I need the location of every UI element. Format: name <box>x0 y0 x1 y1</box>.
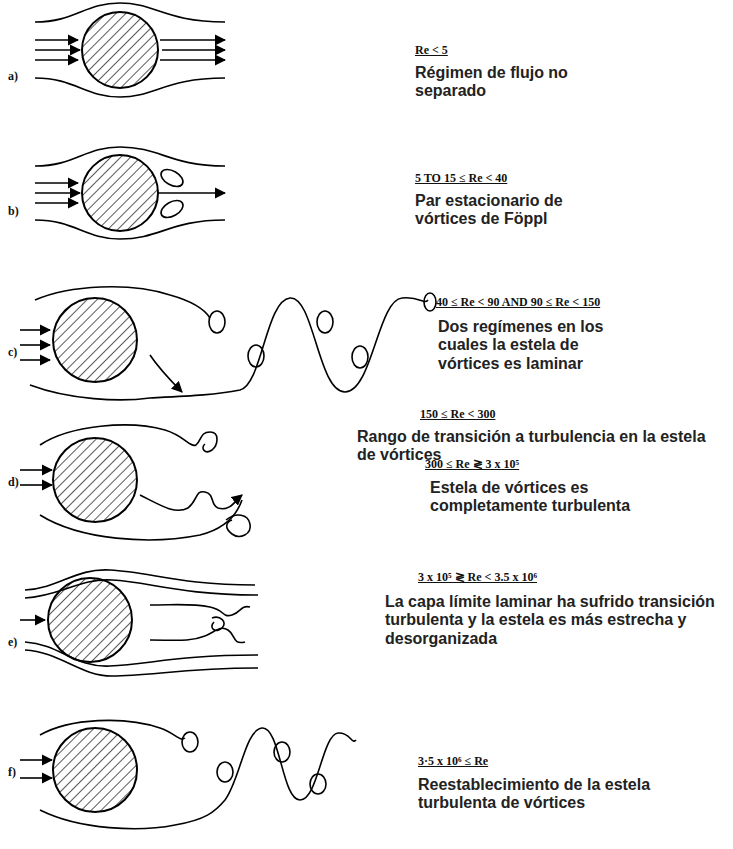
regime-description: Estela de vórtices es completamente turb… <box>430 479 635 516</box>
panel-letter: f) <box>8 766 16 780</box>
reynolds-range: 3·5 x 10⁶ ≤ Re <box>418 755 488 769</box>
panel-a-flow <box>35 3 225 97</box>
panel-letter: e) <box>8 636 17 650</box>
panel-f-flow <box>20 720 356 828</box>
regime-description: Reestablecimiento de la estela turbulent… <box>418 776 698 813</box>
reynolds-range: Re < 5 <box>415 44 448 58</box>
reynolds-range: 3 x 10⁵ ≷ Re < 3.5 x 10⁶ <box>418 571 537 585</box>
regime-description: Dos regímenes en los cuales la estela de… <box>438 318 633 373</box>
panel-letter: a) <box>8 70 18 84</box>
panel-d-flow <box>20 425 250 540</box>
panel-c-flow <box>20 287 436 400</box>
reynolds-range: 40 ≤ Re < 90 AND 90 ≤ Re < 150 <box>436 296 600 310</box>
panel-e-flow <box>20 570 258 676</box>
regime-description: Par estacionario de vórtices de Föppl <box>415 192 600 229</box>
panel-letter: b) <box>8 205 19 219</box>
reynolds-range: 300 ≤ Re ≷ 3 x 10⁵ <box>425 458 519 472</box>
panel-letter: c) <box>8 346 17 360</box>
regime-description: La capa límite laminar ha sufrido transi… <box>385 593 725 648</box>
reynolds-range: 150 ≤ Re < 300 <box>420 408 495 422</box>
regime-description: Régimen de flujo no separado <box>415 64 590 101</box>
reynolds-range: 5 TO 15 ≤ Re < 40 <box>415 172 507 186</box>
regime-description: Rango de transición a turbulencia en la … <box>357 428 707 465</box>
panel-letter: d) <box>8 476 19 490</box>
panel-b-flow <box>35 147 225 239</box>
